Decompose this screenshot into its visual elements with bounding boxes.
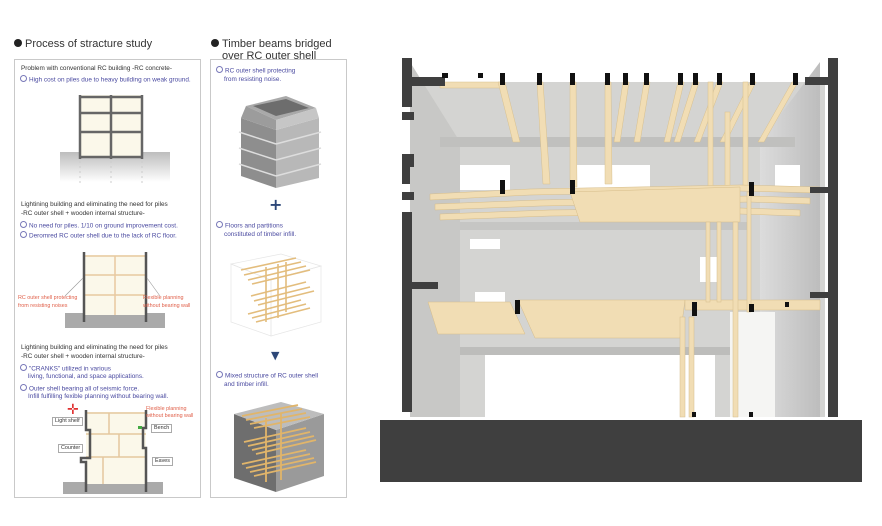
- bullet-text: "CRANKS" utilized in various: [29, 365, 111, 373]
- rc-outer-shell-section: [380, 58, 862, 482]
- step-text: RC outer shell protecting: [225, 67, 296, 75]
- section1-title: Problem with conventional RC building -R…: [21, 65, 172, 72]
- bullet-dot-icon: [211, 39, 219, 47]
- circle-bullet-icon: [216, 66, 223, 73]
- down-arrow-operator: ▼: [271, 349, 280, 362]
- flex-annotation-line1: Flexible planning: [143, 295, 184, 301]
- bullet-text: Outer shell bearing all of seismic force…: [29, 385, 140, 393]
- section2-bullet2: Deromred RC outer shell due to the lack …: [20, 231, 177, 241]
- timber-beams-panel: RC outer shell protecting from resisting…: [210, 59, 347, 498]
- section2-title-line2: -RC outer shell + wooden internal struct…: [21, 210, 145, 217]
- label-counter: Counter: [58, 444, 84, 453]
- first-floor-timber: [427, 299, 821, 339]
- left-heading-text: Process of stracture study: [25, 38, 153, 50]
- section3-bullet2-cont: Infill fulfilling fexible planning witho…: [28, 393, 169, 400]
- rc-outer-shell-model: [238, 96, 322, 188]
- left-heading: Process of stracture study: [14, 38, 152, 50]
- timber-posts: [679, 191, 752, 418]
- label-eaves: Eaves: [152, 457, 173, 466]
- step2-text-cont: constituted of timber infill.: [224, 231, 297, 238]
- section3-bullet2: Outer shell bearing all of seismic force…: [20, 384, 139, 394]
- rc-shell-annotation-line1: RC outer shell protecting: [18, 295, 78, 301]
- flex2-annotation-line2: without bearing wall: [146, 413, 194, 419]
- circle-bullet-icon: [20, 384, 27, 391]
- circle-bullet-icon: [216, 221, 223, 228]
- flex-annotation-line2: without bearing wall: [143, 303, 191, 309]
- step1-text-cont: from resisting noise.: [224, 76, 282, 83]
- section3-title-line2: -RC outer shell + wooden internal struct…: [21, 353, 145, 360]
- circle-bullet-icon: [20, 231, 27, 238]
- step2-text: Floors and partitions: [216, 221, 283, 231]
- bullet-dot-icon: [14, 39, 22, 47]
- ground: [63, 482, 163, 494]
- timber-infill-model: [229, 253, 323, 337]
- section3-bullet1-cont: living, functional, and space applicatio…: [28, 373, 144, 380]
- circle-bullet-icon: [20, 75, 27, 82]
- section3-title-line1: Lightining building and eliminating the …: [21, 344, 168, 351]
- shell-bands: [238, 106, 322, 188]
- plus-operator: +: [269, 195, 283, 214]
- conventional-rc-building-diagram: [60, 95, 170, 185]
- foundation-slab: [380, 420, 862, 482]
- windows: [460, 165, 800, 417]
- circle-bullet-icon: [20, 221, 27, 228]
- step3-text: Mixed structure of RC outer shell: [216, 371, 318, 381]
- section1-bullet1: High cost on piles due to heavy building…: [20, 75, 191, 85]
- red-cross-icon: ✛: [67, 402, 79, 418]
- roof-rafters: [439, 81, 799, 188]
- section-perspective-render: [380, 58, 862, 482]
- second-floor-timber: [429, 184, 821, 223]
- rc-shell-annotation-line2: from resisting noises: [18, 303, 68, 309]
- step-text: Mixed structure of RC outer shell: [225, 372, 319, 380]
- ground: [65, 313, 165, 328]
- flex2-annotation-line1: Flexible planning: [146, 406, 187, 412]
- process-study-panel: Problem with conventional RC building -R…: [14, 59, 201, 498]
- step3-text-cont: and timber infill.: [224, 381, 269, 388]
- circle-bullet-icon: [216, 371, 223, 378]
- cranks-section-diagram: ✛: [63, 402, 163, 494]
- step-text: Floors and partitions: [225, 222, 283, 230]
- step1-text: RC outer shell protecting: [216, 66, 295, 76]
- bullet-text: Deromred RC outer shell due to the lack …: [29, 232, 177, 240]
- circle-bullet-icon: [20, 364, 27, 371]
- section2-bullet1: No need for piles. 1/10 on ground improv…: [20, 221, 178, 231]
- label-light-shelf: Light shelf: [52, 417, 83, 426]
- label-bench: Bench: [151, 424, 173, 433]
- section2-title-line1: Lightining building and eliminating the …: [21, 201, 168, 208]
- bullet-text: High cost on piles due to heavy building…: [29, 76, 191, 84]
- bullet-text: No need for piles. 1/10 on ground improv…: [29, 222, 178, 230]
- rc-shell-wood-diagram: [64, 252, 165, 328]
- middle-heading-line1: Timber beams bridged: [222, 38, 332, 50]
- mixed-structure-model: [234, 402, 324, 492]
- middle-heading: Timber beams bridged: [211, 38, 332, 50]
- connector-tags: [442, 73, 798, 417]
- section3-bullet1: "CRANKS" utilized in various: [20, 364, 111, 374]
